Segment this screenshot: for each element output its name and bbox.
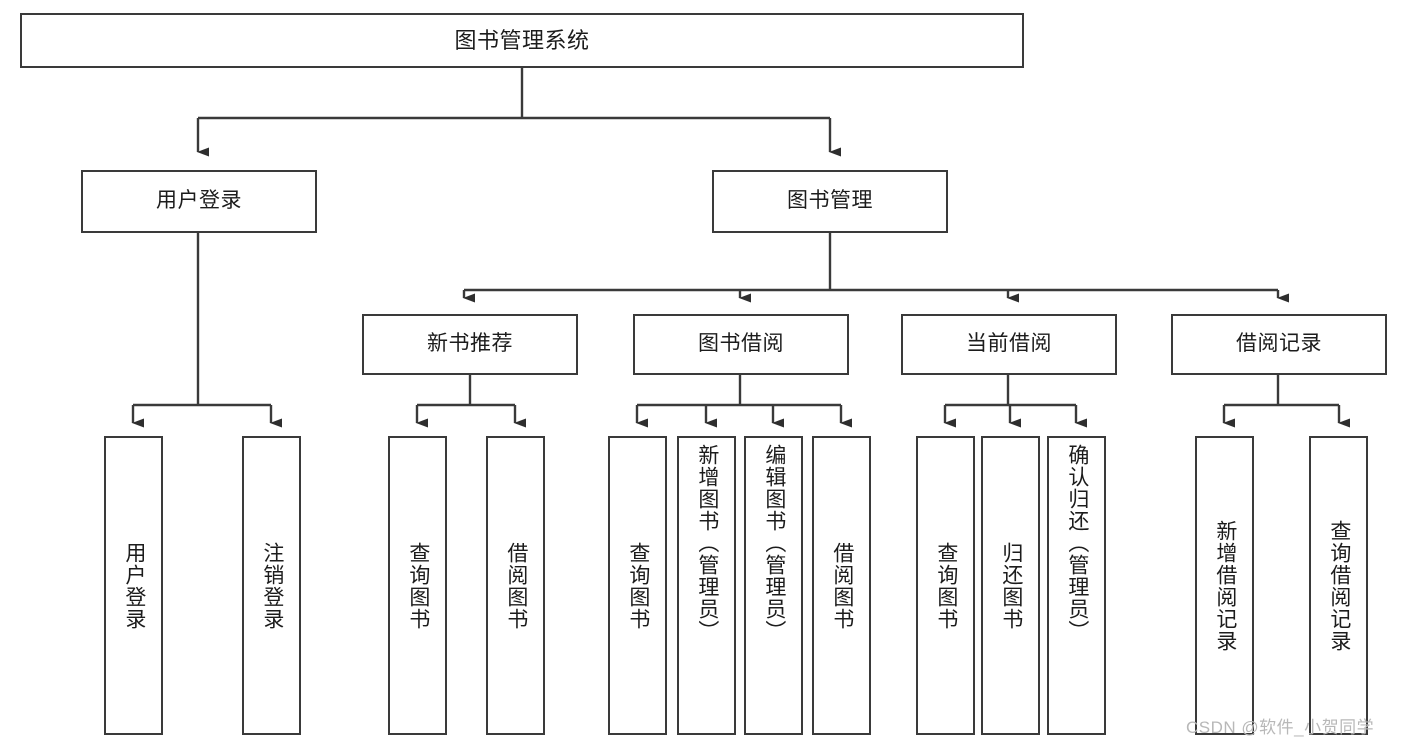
leaf-logout[interactable]: 注销登录 xyxy=(242,436,301,735)
node-new-book-recommend[interactable]: 新书推荐 xyxy=(362,314,578,375)
leaf-label: 借阅图书 xyxy=(504,541,528,630)
leaf-label: 查询借阅记录 xyxy=(1327,519,1351,652)
leaf-query-book-current[interactable]: 查询图书 xyxy=(916,436,975,735)
leaf-user-login[interactable]: 用户登录 xyxy=(104,436,163,735)
leaf-edit-book-admin[interactable]: 编辑图书（管理员） xyxy=(744,436,803,735)
node-label: 新书推荐 xyxy=(427,332,513,356)
leaf-add-book-admin[interactable]: 新增图书（管理员） xyxy=(677,436,736,735)
leaf-label: 注销登录 xyxy=(260,541,284,630)
node-user-login[interactable]: 用户登录 xyxy=(81,170,317,233)
leaf-label: 查询图书 xyxy=(934,541,958,630)
leaf-borrow-book[interactable]: 借阅图书 xyxy=(812,436,871,735)
leaf-confirm-return-admin[interactable]: 确认归还（管理员） xyxy=(1047,436,1106,735)
node-label: 借阅记录 xyxy=(1236,332,1322,356)
leaf-label: 查询图书 xyxy=(626,541,650,630)
node-root-system[interactable]: 图书管理系统 xyxy=(20,13,1024,68)
leaf-return-book[interactable]: 归还图书 xyxy=(981,436,1040,735)
node-label: 图书借阅 xyxy=(698,332,784,356)
leaf-label: 用户登录 xyxy=(122,541,146,630)
leaf-query-borrow-record[interactable]: 查询借阅记录 xyxy=(1309,436,1368,735)
node-label: 当前借阅 xyxy=(966,332,1052,356)
leaf-label: 借阅图书 xyxy=(830,541,854,630)
leaf-label: 编辑图书（管理员） xyxy=(762,444,786,642)
leaf-label: 新增图书（管理员） xyxy=(695,444,719,642)
node-book-borrow[interactable]: 图书借阅 xyxy=(633,314,849,375)
leaf-label: 归还图书 xyxy=(999,541,1023,630)
node-label: 图书管理系统 xyxy=(454,27,590,53)
node-current-borrow[interactable]: 当前借阅 xyxy=(901,314,1117,375)
leaf-borrow-book-recommend[interactable]: 借阅图书 xyxy=(486,436,545,735)
node-book-management[interactable]: 图书管理 xyxy=(712,170,948,233)
leaf-query-book-borrow[interactable]: 查询图书 xyxy=(608,436,667,735)
leaf-label: 查询图书 xyxy=(406,541,430,630)
leaf-query-book-recommend[interactable]: 查询图书 xyxy=(388,436,447,735)
leaf-label: 新增借阅记录 xyxy=(1213,519,1237,652)
node-label: 图书管理 xyxy=(787,189,873,213)
leaf-add-borrow-record[interactable]: 新增借阅记录 xyxy=(1195,436,1254,735)
leaf-label: 确认归还（管理员） xyxy=(1065,444,1089,642)
node-borrow-record[interactable]: 借阅记录 xyxy=(1171,314,1387,375)
node-label: 用户登录 xyxy=(156,189,242,213)
watermark-text: CSDN @软件_小贺同学 xyxy=(1186,718,1375,737)
